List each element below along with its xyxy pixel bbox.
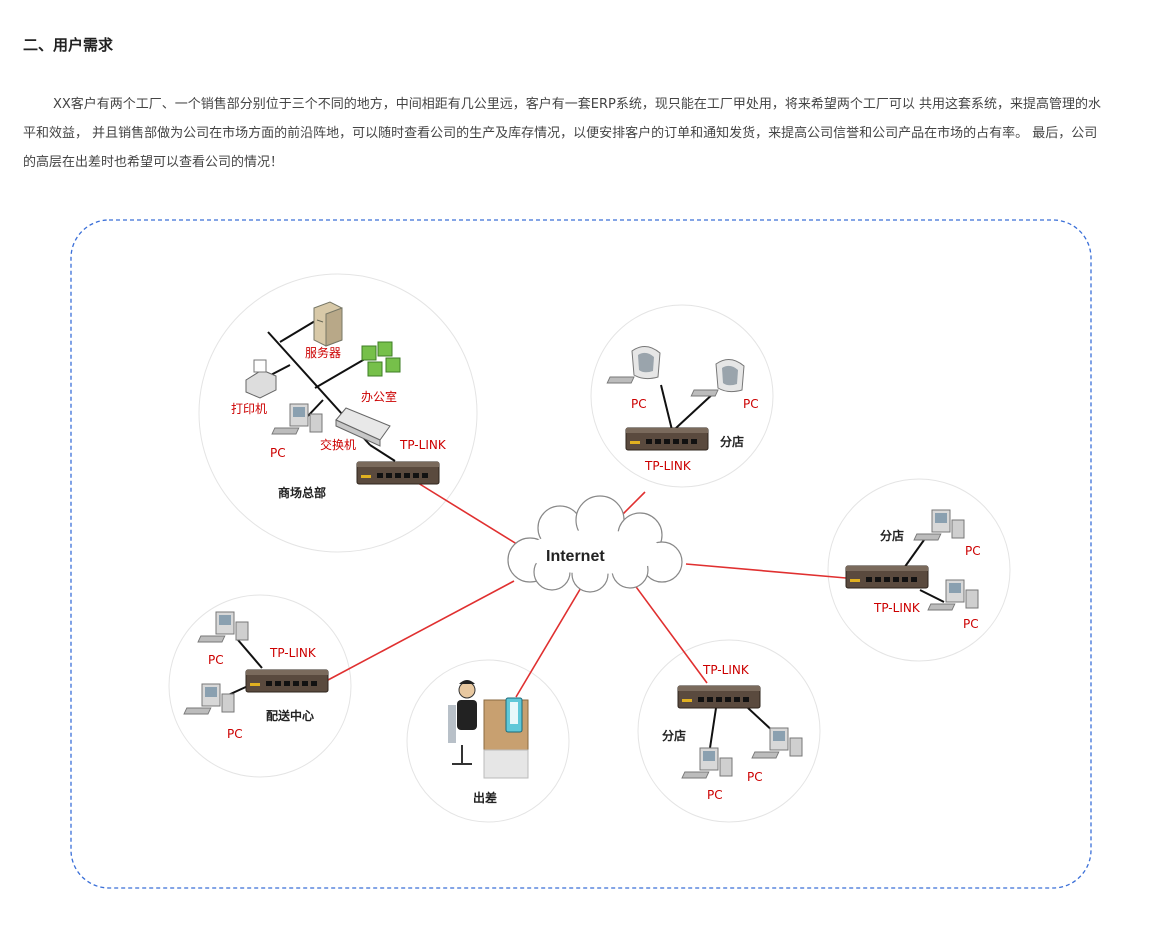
- branch-top-site: PC PC TP-LINK 分店: [606, 345, 759, 473]
- office-label: 办公室: [361, 389, 397, 404]
- branch-top-pc1-label: PC: [631, 397, 647, 411]
- branch-bottom-name: 分店: [662, 728, 686, 743]
- branch-right-router-label: TP-LINK: [873, 601, 921, 615]
- branch-right-router-icon: [845, 565, 929, 589]
- travel-name: 出差: [473, 790, 497, 805]
- hq-name: 商场总部: [278, 485, 326, 500]
- link-distribution: [327, 580, 515, 681]
- printer-icon: [245, 359, 277, 399]
- branch-top-name: 分店: [720, 434, 744, 449]
- distribution-router-label: TP-LINK: [269, 646, 317, 660]
- hq-pc-label: PC: [270, 446, 286, 460]
- branch-right-site: 分店 PC TP-LINK PC: [845, 509, 981, 631]
- office-pcs-icon: [361, 341, 401, 377]
- switch-icon: [335, 407, 391, 447]
- branch-top-router-icon: [625, 427, 709, 451]
- distribution-pc1-label: PC: [208, 653, 224, 667]
- link-travel: [515, 580, 586, 698]
- internet-label: Internet: [546, 548, 605, 565]
- hq-router-icon: [356, 461, 440, 485]
- traveler-icon: [448, 680, 529, 779]
- branch-bottom-router-label: TP-LINK: [702, 663, 750, 677]
- distribution-router-icon: [245, 669, 329, 693]
- branch-bottom-site: TP-LINK 分店 PC PC: [662, 663, 803, 802]
- wan-links: [327, 482, 847, 698]
- link-branch-bottom: [630, 579, 708, 684]
- link-hq: [417, 482, 521, 547]
- branch-right-name: 分店: [880, 528, 904, 543]
- distribution-pc2-label: PC: [227, 727, 243, 741]
- branch-right-pc2-label: PC: [963, 617, 979, 631]
- intro-paragraph: XX客户有两个工厂、一个销售部分别位于三个不同的地方，中间相距有几公里远，客户有…: [23, 97, 1102, 170]
- branch-bottom-router-icon: [677, 685, 761, 709]
- printer-label: 打印机: [231, 402, 267, 416]
- distribution-site: PC TP-LINK 配送中心 PC: [183, 611, 329, 741]
- branch-top-router-label: TP-LINK: [644, 459, 692, 473]
- network-boundary: [70, 219, 1092, 889]
- hq-site: 服务器 办公室 打印机 PC 交换机 TP-LINK 商场总部: [231, 301, 447, 500]
- branch-bottom-pc2-label: PC: [747, 770, 763, 784]
- branch-bottom-pc1-label: PC: [707, 788, 723, 802]
- branch-right-pc1-label: PC: [965, 544, 981, 558]
- link-branch-right: [685, 563, 847, 579]
- section-title: 二、用户需求: [23, 36, 114, 54]
- internet-cloud: Internet: [507, 495, 683, 593]
- travel-site: 出差: [448, 680, 529, 805]
- distribution-name: 配送中心: [266, 708, 314, 723]
- switch-label: 交换机: [320, 437, 356, 452]
- hq-router-label: TP-LINK: [399, 438, 447, 452]
- server-label: 服务器: [305, 345, 341, 360]
- branch-top-pc2-label: PC: [743, 397, 759, 411]
- server-icon: [313, 301, 343, 347]
